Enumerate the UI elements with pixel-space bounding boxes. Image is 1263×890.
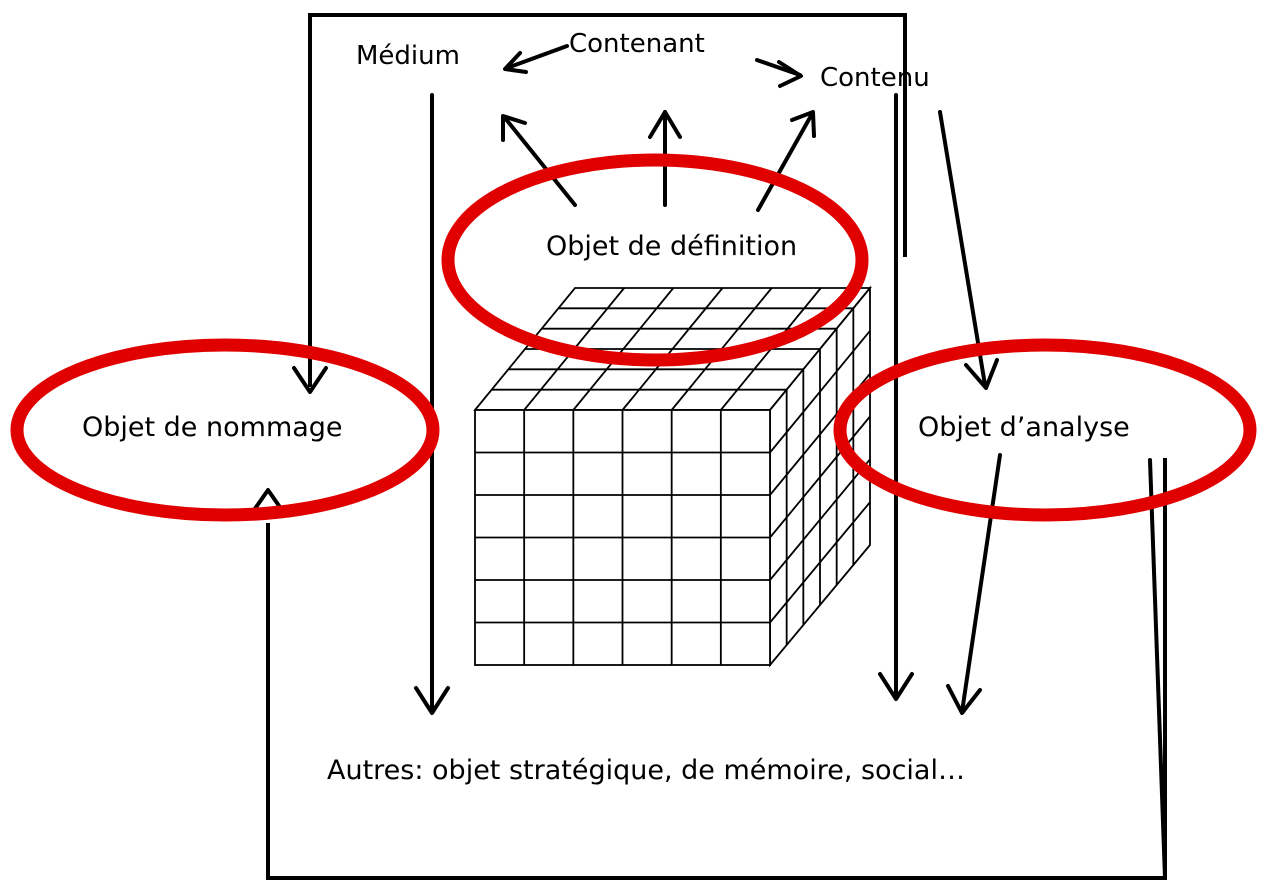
label-contenant: Contenant <box>569 29 705 59</box>
arrow-definition-to-medium <box>503 116 577 207</box>
arrow-contenu-to-analyse <box>938 110 987 387</box>
frame-lines <box>266 13 1167 880</box>
arrow-head-medium <box>503 51 528 74</box>
label-contenu: Contenu <box>820 63 930 93</box>
arrow-head-frame-autres <box>878 672 914 701</box>
arrow-head-from-bottom-to-nommage <box>250 488 286 515</box>
top-frame-line <box>308 13 907 387</box>
arrow-head-definition-center <box>648 110 682 139</box>
label-objet-nommage: Objet de nommage <box>82 412 343 443</box>
cube-grid-lines <box>475 287 871 665</box>
label-medium: Médium <box>356 41 460 71</box>
arrow-definition-to-contenu <box>756 112 814 212</box>
grid-cube-icon <box>473 285 872 668</box>
label-autres: Autres: objet stratégique, de mémoire, s… <box>327 755 965 786</box>
bottom-frame-line <box>266 458 1167 880</box>
arrow-head-contenu <box>777 60 803 88</box>
highlight-ring-definition <box>441 153 869 367</box>
label-objet-analyse: Objet d’analyse <box>918 412 1130 443</box>
arrow-head-medium-autres <box>414 686 450 715</box>
arrow-contenant-to-medium <box>505 44 569 70</box>
arrow-head-analyse <box>964 358 999 390</box>
arrows <box>250 44 1167 880</box>
labels: Médium Contenant Contenu Objet de défini… <box>82 29 1130 786</box>
highlight-ring-nommage <box>10 338 440 522</box>
arrow-analyse-to-autres <box>960 453 1002 714</box>
highlight-ring-analyse <box>833 338 1257 522</box>
label-objet-definition: Objet de définition <box>546 231 797 262</box>
arrow-head-analyse-autres <box>946 684 982 715</box>
arrow-head-definition-right <box>790 110 816 138</box>
arrow-head-definition-left <box>501 114 527 142</box>
cube-right-hline <box>769 501 871 624</box>
highlight-rings <box>10 153 1257 522</box>
line-analyse-to-frame <box>1148 458 1167 880</box>
arrow-head-to-nommage <box>292 366 328 394</box>
